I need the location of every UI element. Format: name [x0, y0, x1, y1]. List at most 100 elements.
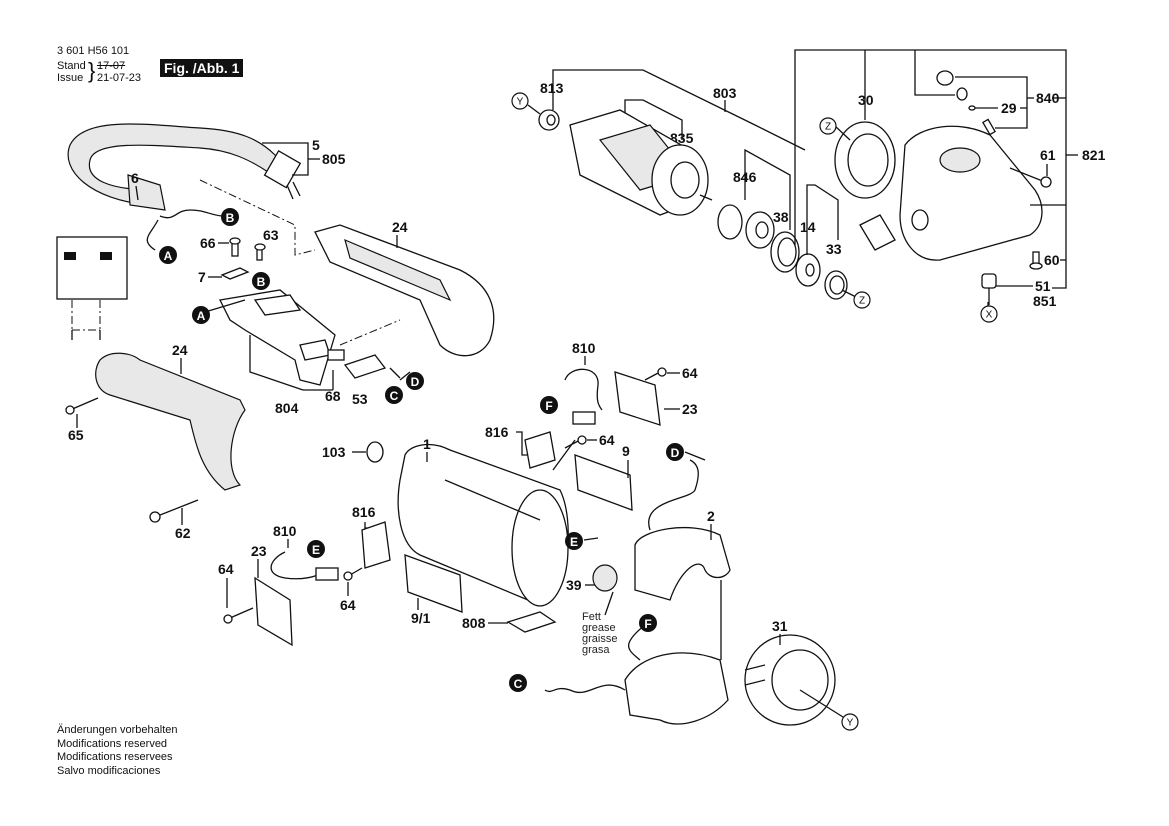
handle-half-top: [314, 224, 495, 357]
screw-61: [1009, 167, 1052, 188]
bevel-gear-30: [834, 121, 896, 199]
label-810-low: 810: [273, 523, 297, 539]
cover-23-top: [614, 371, 661, 426]
marker-b-upper: B: [221, 208, 239, 226]
note-en: Modifications reserved: [57, 737, 168, 750]
marker-z-bottom: Z: [853, 291, 871, 309]
plate-7: [220, 267, 250, 280]
wiring-schematic: [56, 236, 128, 340]
svg-text:A: A: [164, 249, 173, 263]
spring: [956, 87, 968, 101]
stand-date-struck: 17-07: [97, 60, 126, 72]
svg-text:Z: Z: [859, 296, 865, 307]
brush-810-top: [572, 411, 596, 425]
brush-holder-816-low: [361, 521, 391, 569]
marker-x: X: [980, 305, 998, 323]
bearing-813: [538, 109, 560, 131]
label-plate-9-1: [404, 554, 463, 613]
label-846: 846: [733, 169, 757, 185]
marker-y-top: Y: [511, 92, 529, 110]
label-6: 6: [131, 170, 139, 186]
svg-text:A: A: [197, 309, 206, 323]
switch-assembly: [219, 289, 336, 386]
svg-text:E: E: [570, 535, 578, 549]
label-63: 63: [263, 227, 279, 243]
label-66: 66: [200, 235, 216, 251]
svg-text:F: F: [644, 617, 651, 631]
gear-housing: [899, 125, 1043, 261]
bracket-835: [624, 99, 683, 140]
stand-label: Stand: [57, 60, 86, 72]
screw-64-top: [644, 367, 667, 381]
label-840: 840: [1036, 90, 1060, 106]
bracket-803: [552, 69, 806, 151]
bracket-821: [794, 49, 1067, 289]
bracket-846: [744, 148, 791, 230]
armature-835: [569, 109, 713, 216]
label-805: 805: [322, 151, 346, 167]
label-1: 1: [423, 436, 431, 452]
marker-e-left: E: [307, 540, 325, 558]
figure-label: Fig. /Abb. 1: [160, 59, 244, 77]
pin: [982, 118, 996, 136]
label-808: 808: [462, 615, 486, 631]
svg-text:B: B: [226, 211, 235, 225]
grease-note-de: Fett: [582, 611, 601, 623]
bushing-103: [366, 441, 384, 463]
issue-label: Issue: [57, 72, 84, 84]
o-ring-29: [968, 105, 976, 111]
circlip: [717, 204, 743, 240]
cord-leader: [262, 142, 320, 176]
label-803: 803: [713, 85, 737, 101]
label-9-1: 9/1: [411, 610, 431, 626]
wire-a: [146, 219, 159, 251]
screw-64-low-left: [223, 607, 254, 624]
grease-note-fr: graisse: [582, 633, 617, 645]
marker-c-upper: C: [385, 386, 403, 404]
label-5: 5: [312, 137, 320, 153]
wire-c: [544, 684, 626, 693]
label-813: 813: [540, 80, 564, 96]
label-33: 33: [826, 241, 842, 257]
wire-810-top: [564, 368, 603, 411]
footer-notes: Änderungen vorbehalten Modifications res…: [57, 724, 177, 778]
bearing-39: [592, 564, 618, 592]
label-64-b: 64: [599, 432, 615, 448]
label-30: 30: [858, 92, 874, 108]
part-68: [327, 349, 345, 361]
svg-text:Z: Z: [825, 122, 831, 133]
screw-64-mid: [564, 435, 587, 449]
label-810-top: 810: [572, 340, 596, 356]
label-103: 103: [322, 444, 346, 460]
label-64-c: 64: [218, 561, 234, 577]
label-68: 68: [325, 388, 341, 404]
label-64-d: 64: [340, 597, 356, 613]
cap-840: [936, 70, 954, 86]
label-816-top: 816: [485, 424, 509, 440]
wire-b: [159, 209, 223, 219]
screw-64-low: [343, 567, 363, 581]
label-7: 7: [198, 269, 206, 285]
svg-text:X: X: [986, 310, 993, 321]
marker-d-upper: D: [406, 372, 424, 390]
screw-60: [1029, 251, 1043, 270]
screw-62: [149, 499, 199, 523]
part-number: 3 601 H56 101: [57, 45, 130, 57]
label-9: 9: [622, 443, 630, 459]
washer: [745, 211, 775, 249]
label-29: 29: [1001, 100, 1017, 116]
label-60: 60: [1044, 252, 1060, 268]
wire-810-low: [270, 551, 319, 580]
label-821: 821: [1082, 147, 1106, 163]
needle-bearing-38: [770, 231, 800, 273]
label-62: 62: [175, 525, 191, 541]
power-cord: [67, 123, 302, 211]
screw-66: [229, 237, 241, 257]
cover-23-low: [254, 576, 293, 647]
part-53: [343, 354, 387, 379]
label-53: 53: [352, 391, 368, 407]
motor-housing-1: [397, 443, 569, 607]
marker-a-lower: A: [192, 306, 210, 324]
field-coil-2-top: [634, 526, 731, 601]
